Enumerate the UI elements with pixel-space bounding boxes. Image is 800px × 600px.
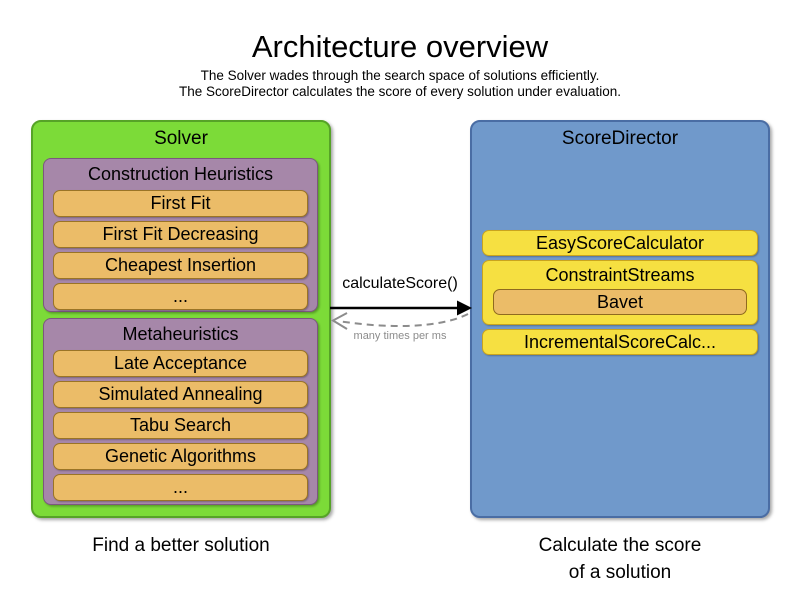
list-item: Simulated Annealing [53,381,308,408]
incremental-score-calculator-item: IncrementalScoreCalc... [482,329,758,355]
easy-score-calculator-item: EasyScoreCalculator [482,230,758,256]
score-director-caption-line-1: Calculate the score [538,535,702,556]
list-item: Cheapest Insertion [53,252,308,279]
list-item: First Fit Decreasing [53,221,308,248]
construction-heuristics-label: Construction Heuristics [87,164,274,184]
list-item: First Fit [53,190,308,217]
construction-heuristics-items: First Fit First Fit Decreasing Cheapest … [53,190,308,310]
metaheuristics-box: Metaheuristics Late Acceptance Simulated… [43,318,318,505]
score-director-caption: Calculate the score of a solution [470,532,770,586]
metaheuristics-label: Metaheuristics [122,324,239,344]
many-times-arrowhead [330,312,348,330]
bavet-item: Bavet [493,289,747,315]
metaheuristics-items: Late Acceptance Simulated Annealing Tabu… [53,350,308,501]
many-times-per-ms-label: many times per ms [353,330,447,342]
arrow-graphic [330,300,472,330]
list-item: Late Acceptance [53,350,308,377]
list-item: Genetic Algorithms [53,443,308,470]
list-item: ... [53,474,308,501]
score-director-box: ScoreDirector EasyScoreCalculator Constr… [470,120,770,518]
constraint-streams-box: ConstraintStreams Bavet [482,260,758,325]
page-title: Architecture overview [251,29,549,64]
solver-label: Solver [154,128,208,149]
constraint-streams-label: ConstraintStreams [545,265,695,285]
list-item: ... [53,283,308,310]
calculate-score-label: calculateScore() [342,275,458,292]
list-item: Tabu Search [53,412,308,439]
calculate-score-arrowhead [457,300,472,316]
score-director-caption-line-2: of a solution [568,562,672,583]
solver-box: Solver Construction Heuristics First Fit… [31,120,331,518]
subtitle-line-1: The Solver wades through the search spac… [200,68,600,83]
subtitle-line-2: The ScoreDirector calculates the score o… [179,84,621,99]
solver-caption: Find a better solution [92,535,270,556]
construction-heuristics-box: Construction Heuristics First Fit First … [43,158,318,312]
many-times-dashed-arrow [337,313,469,328]
score-director-label: ScoreDirector [561,128,679,149]
